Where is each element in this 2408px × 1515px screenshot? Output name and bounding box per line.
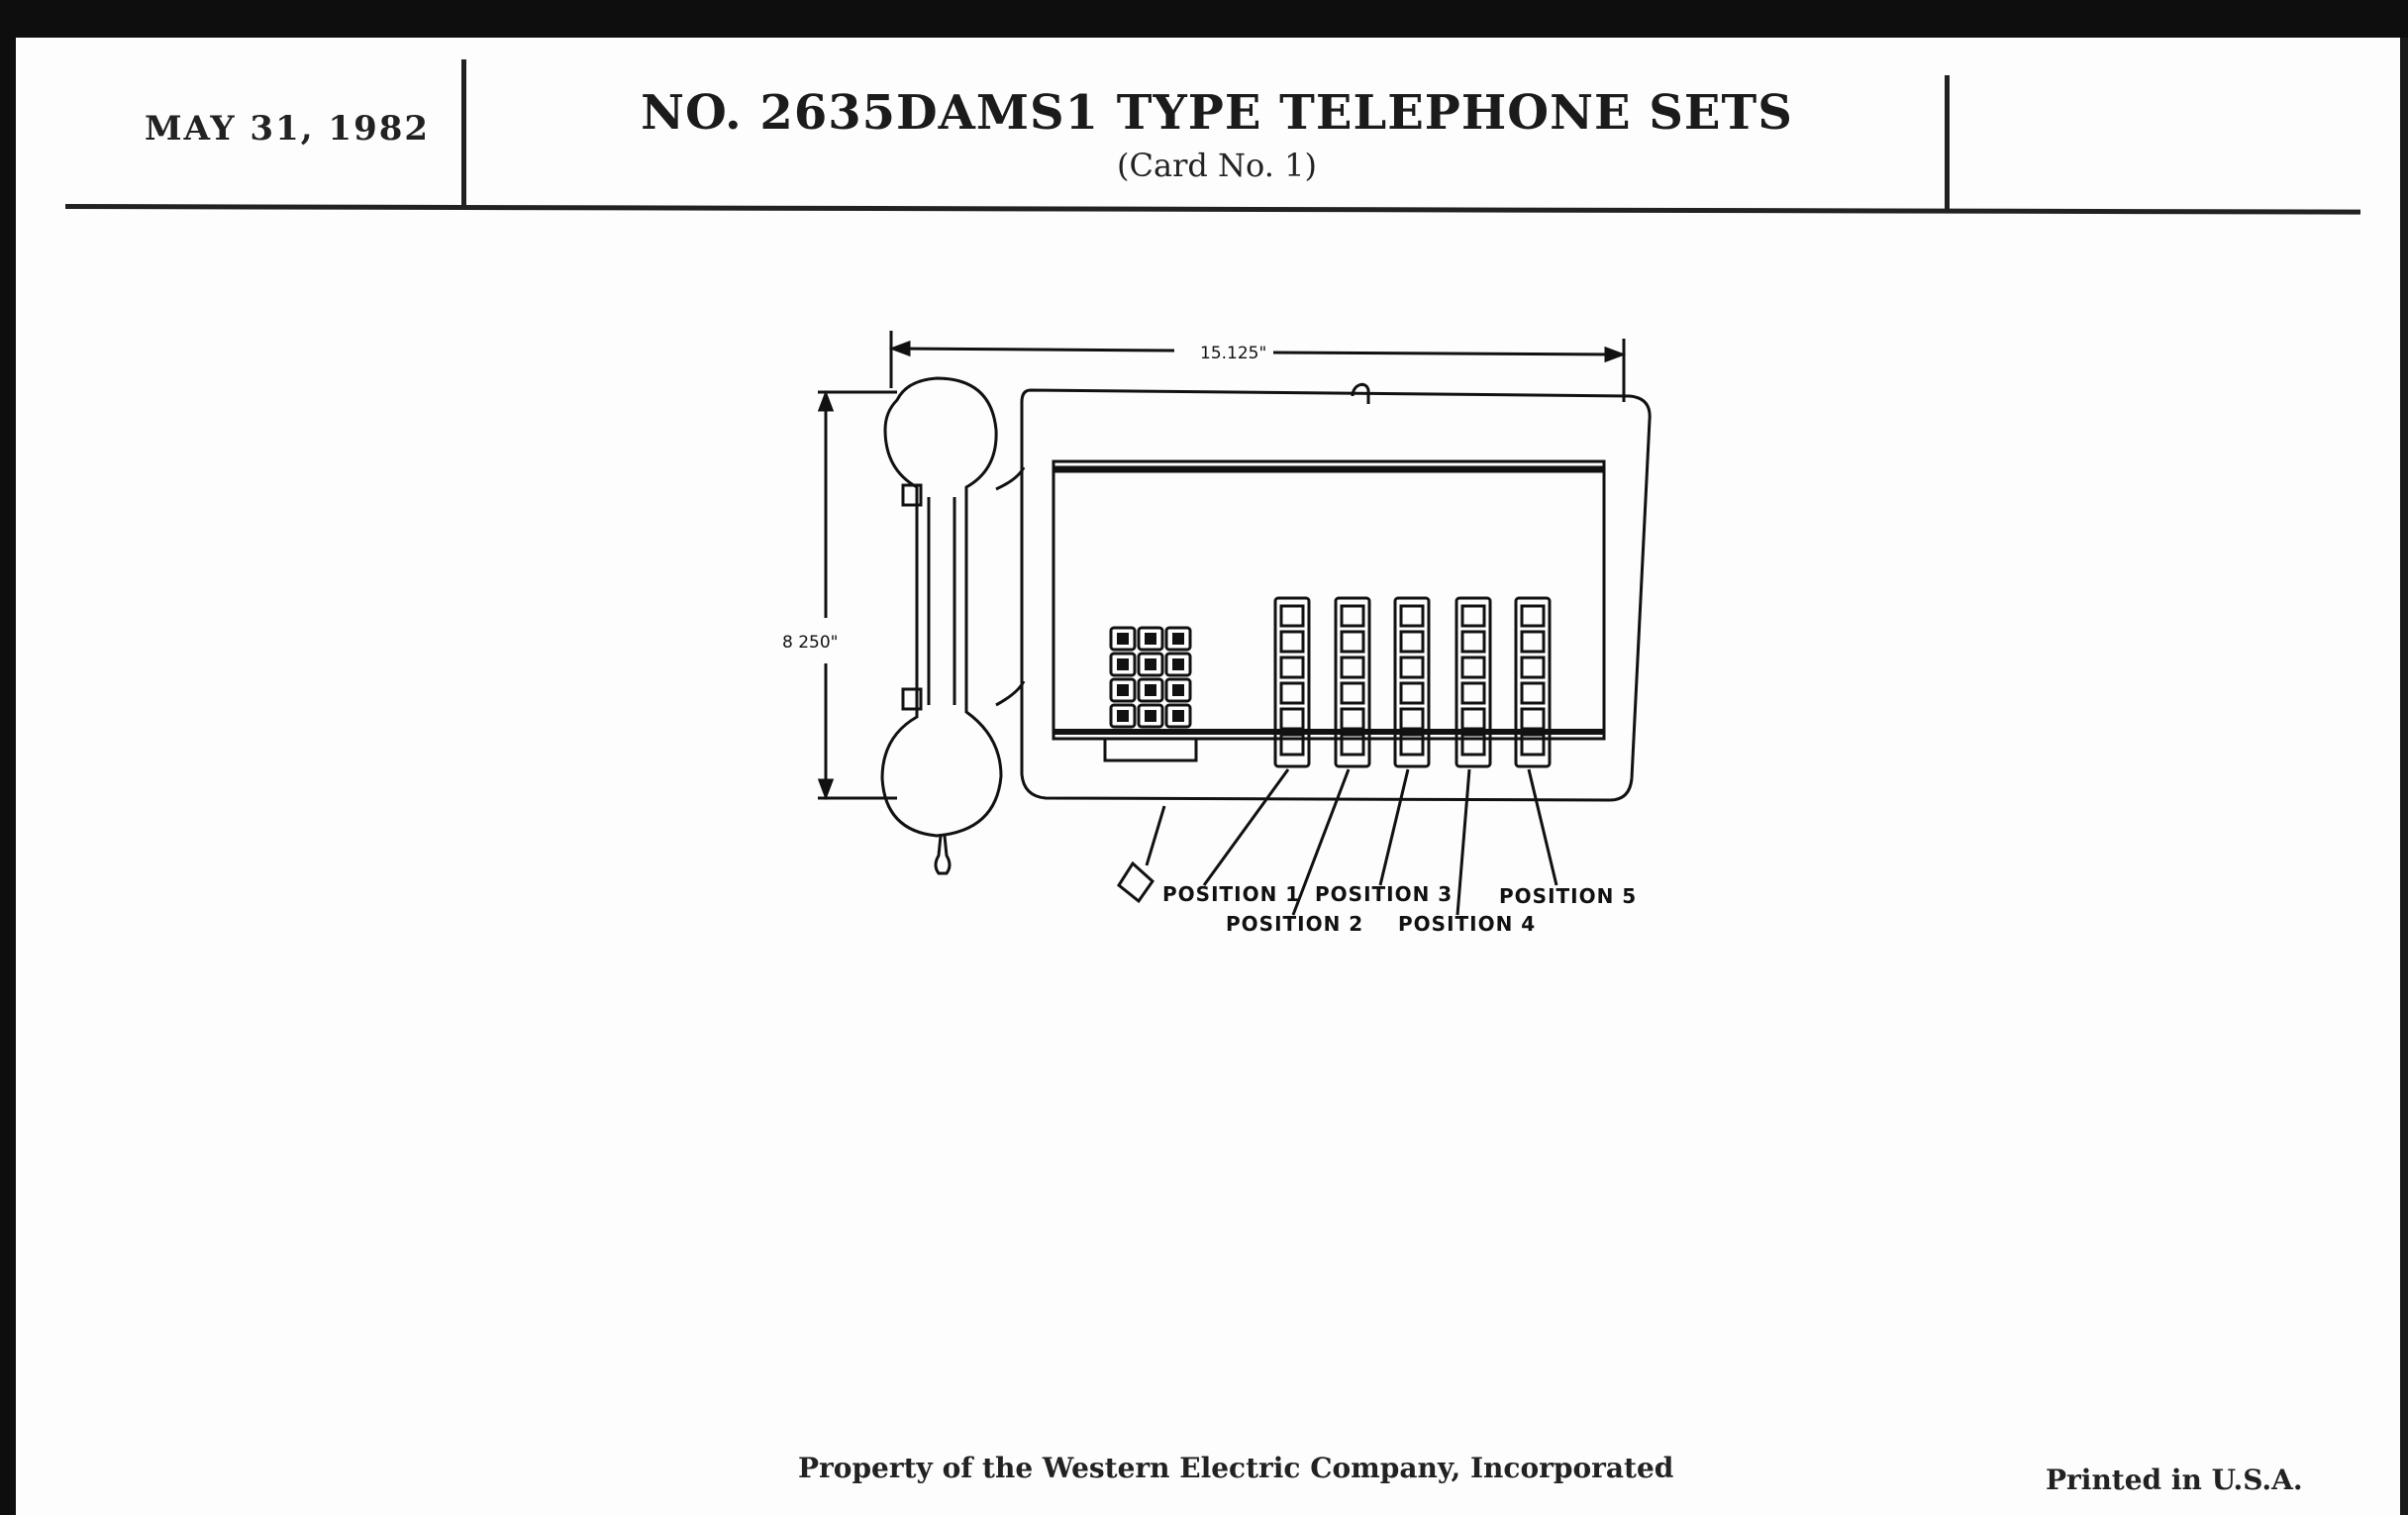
line-key xyxy=(1460,733,1486,757)
position-4-label: POSITION 4 xyxy=(1398,912,1536,936)
faceplate xyxy=(1052,459,1606,741)
dim-width-label: 15.125" xyxy=(1200,344,1266,363)
line-cord-plug xyxy=(1117,860,1154,904)
button-column-frame xyxy=(1455,596,1492,768)
designation-strip xyxy=(1103,737,1198,762)
line-key xyxy=(1460,604,1486,628)
line-key xyxy=(1279,630,1305,654)
position-2-label: POSITION 2 xyxy=(1226,912,1363,936)
line-key xyxy=(1279,656,1305,679)
button-column-frame xyxy=(1273,596,1311,768)
handset-cord-end xyxy=(934,835,952,875)
line-key xyxy=(1460,630,1486,654)
telephone-drawing-svg: 15.125" 8 250" POSITION 1 POSITION 2 POS… xyxy=(782,331,1652,936)
button-column-frame xyxy=(1514,596,1552,768)
header-divider-left xyxy=(461,59,466,206)
header-rule xyxy=(64,204,2360,215)
footer-printed: Printed in U.S.A. xyxy=(2046,1464,2303,1496)
button-column-frame xyxy=(1393,596,1431,768)
line-key xyxy=(1340,630,1365,654)
spec-card: MAY 31, 1982 NO. 2635DAMS1 TYPE TELEPHON… xyxy=(16,38,2408,1515)
dim-arrow-right xyxy=(1604,346,1627,363)
line-cord xyxy=(1145,805,1166,866)
button-column-frame xyxy=(1334,596,1371,768)
line-key xyxy=(1340,681,1365,705)
dim-arrow-bottom xyxy=(817,778,835,801)
button-column-1 xyxy=(1273,596,1311,768)
button-column-2 xyxy=(1334,596,1371,768)
button-column-3 xyxy=(1393,596,1431,768)
line-key xyxy=(1520,604,1546,628)
header-divider-right xyxy=(1945,75,1950,212)
header-date: MAY 31, 1982 xyxy=(145,109,431,149)
line-key xyxy=(1399,681,1425,705)
dim-arrow-left xyxy=(888,340,911,357)
page-title: NO. 2635DAMS1 TYPE TELEPHONE SETS xyxy=(641,85,1793,141)
line-key xyxy=(1279,733,1305,757)
line-key xyxy=(1520,630,1546,654)
line-key xyxy=(1340,733,1365,757)
line-key xyxy=(1279,604,1305,628)
dim-width-line-left xyxy=(896,347,1175,353)
line-key xyxy=(1460,681,1486,705)
button-column-4 xyxy=(1455,596,1492,768)
dim-height-label: 8 250" xyxy=(782,633,839,653)
line-key xyxy=(1279,681,1305,705)
hook-arm-lower xyxy=(995,680,1026,707)
line-key xyxy=(1399,733,1425,757)
leader-position-3 xyxy=(1378,768,1410,886)
leader-position-2 xyxy=(1291,768,1351,916)
page-subtitle: (Card No. 1) xyxy=(1117,147,1317,184)
line-key xyxy=(1399,707,1425,731)
keypad-key-centers xyxy=(1117,633,1184,722)
handset-outline xyxy=(880,376,1003,838)
leader-position-1 xyxy=(1202,768,1290,886)
leader-position-5 xyxy=(1527,768,1558,886)
line-key xyxy=(1340,656,1365,679)
hook-arm-upper xyxy=(995,466,1026,491)
line-key xyxy=(1399,630,1425,654)
footer-property: Property of the Western Electric Company… xyxy=(798,1452,1674,1484)
line-key xyxy=(1340,707,1365,731)
line-key xyxy=(1520,681,1546,705)
position-3-label: POSITION 3 xyxy=(1315,882,1453,906)
line-key xyxy=(1399,656,1425,679)
line-key xyxy=(1520,656,1546,679)
line-key xyxy=(1520,733,1546,757)
button-column-5 xyxy=(1514,596,1552,768)
phone-body-outline xyxy=(1020,388,1652,802)
card-edge xyxy=(2400,38,2408,1515)
line-key xyxy=(1399,604,1425,628)
dim-arrow-top xyxy=(817,389,835,412)
line-key xyxy=(1520,707,1546,731)
line-key xyxy=(1460,656,1486,679)
leader-position-4 xyxy=(1455,768,1471,916)
hook-clip-upper xyxy=(901,483,923,507)
line-key xyxy=(1279,707,1305,731)
position-5-label: POSITION 5 xyxy=(1499,884,1637,908)
line-key xyxy=(1460,707,1486,731)
dim-width-line-right xyxy=(1272,351,1619,356)
telephone-set-drawing: 15.125" 8 250" POSITION 1 POSITION 2 POS… xyxy=(758,331,1659,945)
line-key xyxy=(1340,604,1365,628)
hook-clip-lower xyxy=(901,687,923,711)
position-1-label: POSITION 1 xyxy=(1162,882,1300,906)
